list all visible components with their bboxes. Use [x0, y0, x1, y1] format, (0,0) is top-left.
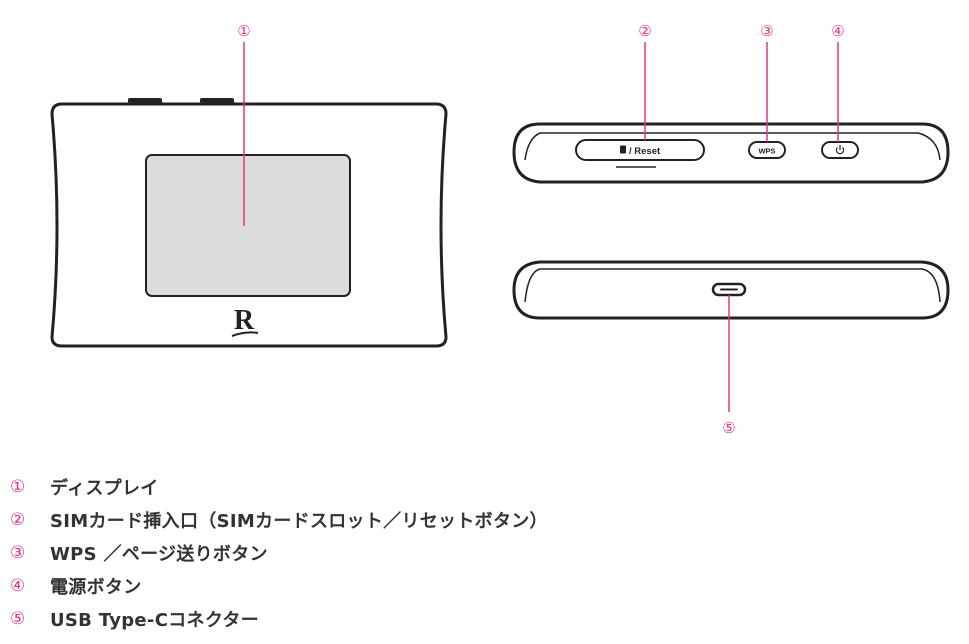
- callout-number-1: ①: [237, 22, 250, 40]
- legend-label: ディスプレイ: [50, 477, 159, 499]
- legend-item: ④ 電源ボタン: [10, 569, 950, 602]
- usb-port-inner: [720, 288, 738, 291]
- parts-legend: ① ディスプレイ ② SIMカード挿入口（SIMカードスロット／リセットボタン）…: [10, 470, 950, 635]
- legend-number: ②: [10, 509, 26, 530]
- legend-number: ①: [10, 476, 26, 497]
- legend-number: ⑤: [10, 608, 26, 629]
- legend-item: ② SIMカード挿入口（SIMカードスロット／リセットボタン）: [10, 503, 950, 536]
- legend-label: WPS ／ページ送りボタン: [50, 543, 268, 565]
- wps-label: WPS: [758, 147, 775, 156]
- brand-logo-swoosh: [231, 331, 259, 337]
- callout-number-5: ⑤: [722, 419, 735, 437]
- callout-number-4: ④: [831, 22, 844, 40]
- callout-5: ⑤: [722, 295, 736, 437]
- legend-item: ① ディスプレイ: [10, 470, 950, 503]
- legend-label: USB Type-Cコネクター: [50, 609, 259, 631]
- top-edge-inner-line: [540, 132, 941, 161]
- bottom-edge-view: [512, 260, 950, 320]
- callout-number-2: ②: [638, 22, 651, 40]
- device-diagram: R / Reset WPS ①: [50, 22, 950, 437]
- front-view: R: [50, 98, 448, 348]
- brand-logo: R: [234, 305, 255, 336]
- reset-label: / Reset: [629, 146, 661, 157]
- callout-1: ①: [237, 22, 251, 226]
- legend-label: SIMカード挿入口（SIMカードスロット／リセットボタン）: [50, 510, 548, 532]
- legend-item: ③ WPS ／ページ送りボタン: [10, 536, 950, 569]
- callout-number-3: ③: [760, 22, 773, 40]
- legend-item: ⑤ USB Type-Cコネクター: [10, 602, 950, 635]
- top-edge-view: / Reset WPS: [512, 122, 950, 184]
- top-edge-inner-line-left: [524, 132, 541, 161]
- wps-button[interactable]: WPS: [748, 141, 786, 159]
- sim-reset-slot[interactable]: / Reset: [575, 139, 705, 168]
- sim-card-icon: [620, 145, 626, 154]
- power-icon: [835, 145, 845, 155]
- callout-2: ②: [638, 22, 652, 140]
- power-button[interactable]: [821, 141, 859, 159]
- legend-number: ④: [10, 575, 26, 596]
- bottom-edge-inner-line: [524, 268, 941, 303]
- legend-label: 電源ボタン: [50, 576, 142, 598]
- display-screen: [145, 154, 351, 297]
- callout-3: ③: [760, 22, 774, 142]
- callout-4: ④: [831, 22, 845, 142]
- legend-number: ③: [10, 542, 26, 563]
